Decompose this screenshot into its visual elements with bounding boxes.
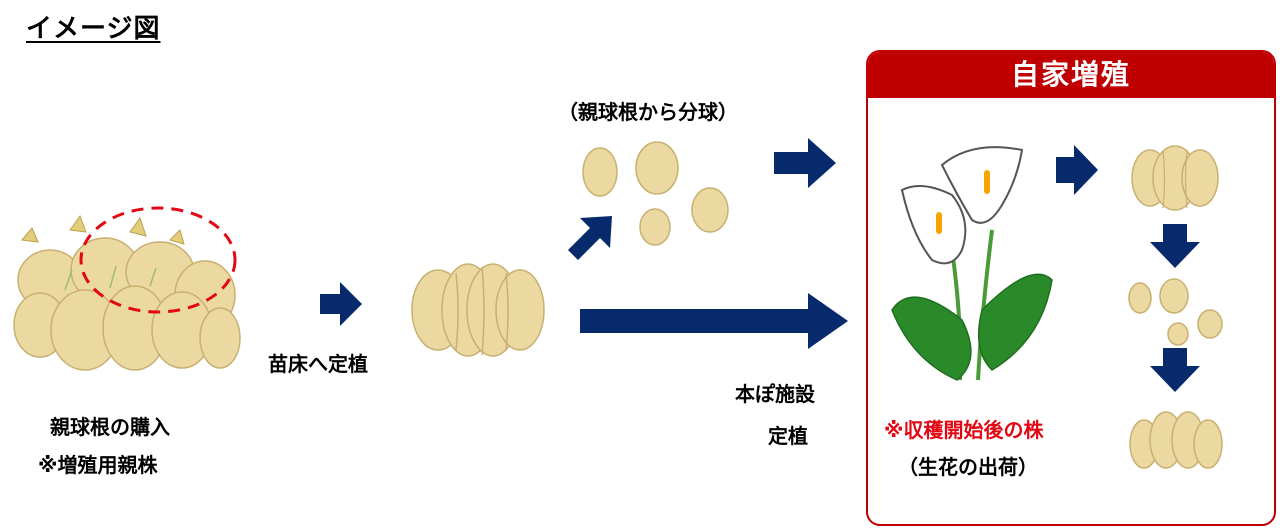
parent-bulb-cluster [13, 214, 241, 371]
long-arrow-right-icon [580, 293, 848, 349]
arrow-right-icon [320, 282, 362, 326]
divided-bulbs [582, 141, 729, 246]
page-title: イメージ図 [26, 14, 161, 44]
divided-bulbs-small [1128, 278, 1223, 346]
calla-lily-icon [891, 146, 1053, 381]
arrow-up-right-icon [568, 216, 612, 260]
arrow-right-icon [1056, 145, 1098, 195]
division-label: （親球根から分球） [558, 100, 738, 124]
nursery-bulb [411, 263, 545, 357]
selection-ellipse [79, 206, 237, 314]
home-propagation-panel: 自家増殖 [866, 50, 1276, 526]
field-label-2: 定植 [768, 424, 808, 448]
field-label: 本ぽ施設 [735, 382, 815, 406]
after-harvest-label: ※収穫開始後の株 [884, 418, 1044, 442]
home-propagation-header: 自家増殖 [868, 52, 1274, 98]
arrow-down-icon [1150, 224, 1200, 268]
arrow-right-icon [774, 138, 836, 188]
purchase-label: 親球根の購入 [50, 415, 170, 439]
next-generation-bulb [1129, 411, 1223, 469]
arrow-down-icon [1150, 348, 1200, 392]
purchase-note: ※増殖用親株 [38, 453, 158, 477]
nursery-label: 苗床へ定植 [268, 352, 368, 376]
grown-bulb [1131, 145, 1219, 211]
shipping-label: （生花の出荷） [898, 455, 1038, 479]
